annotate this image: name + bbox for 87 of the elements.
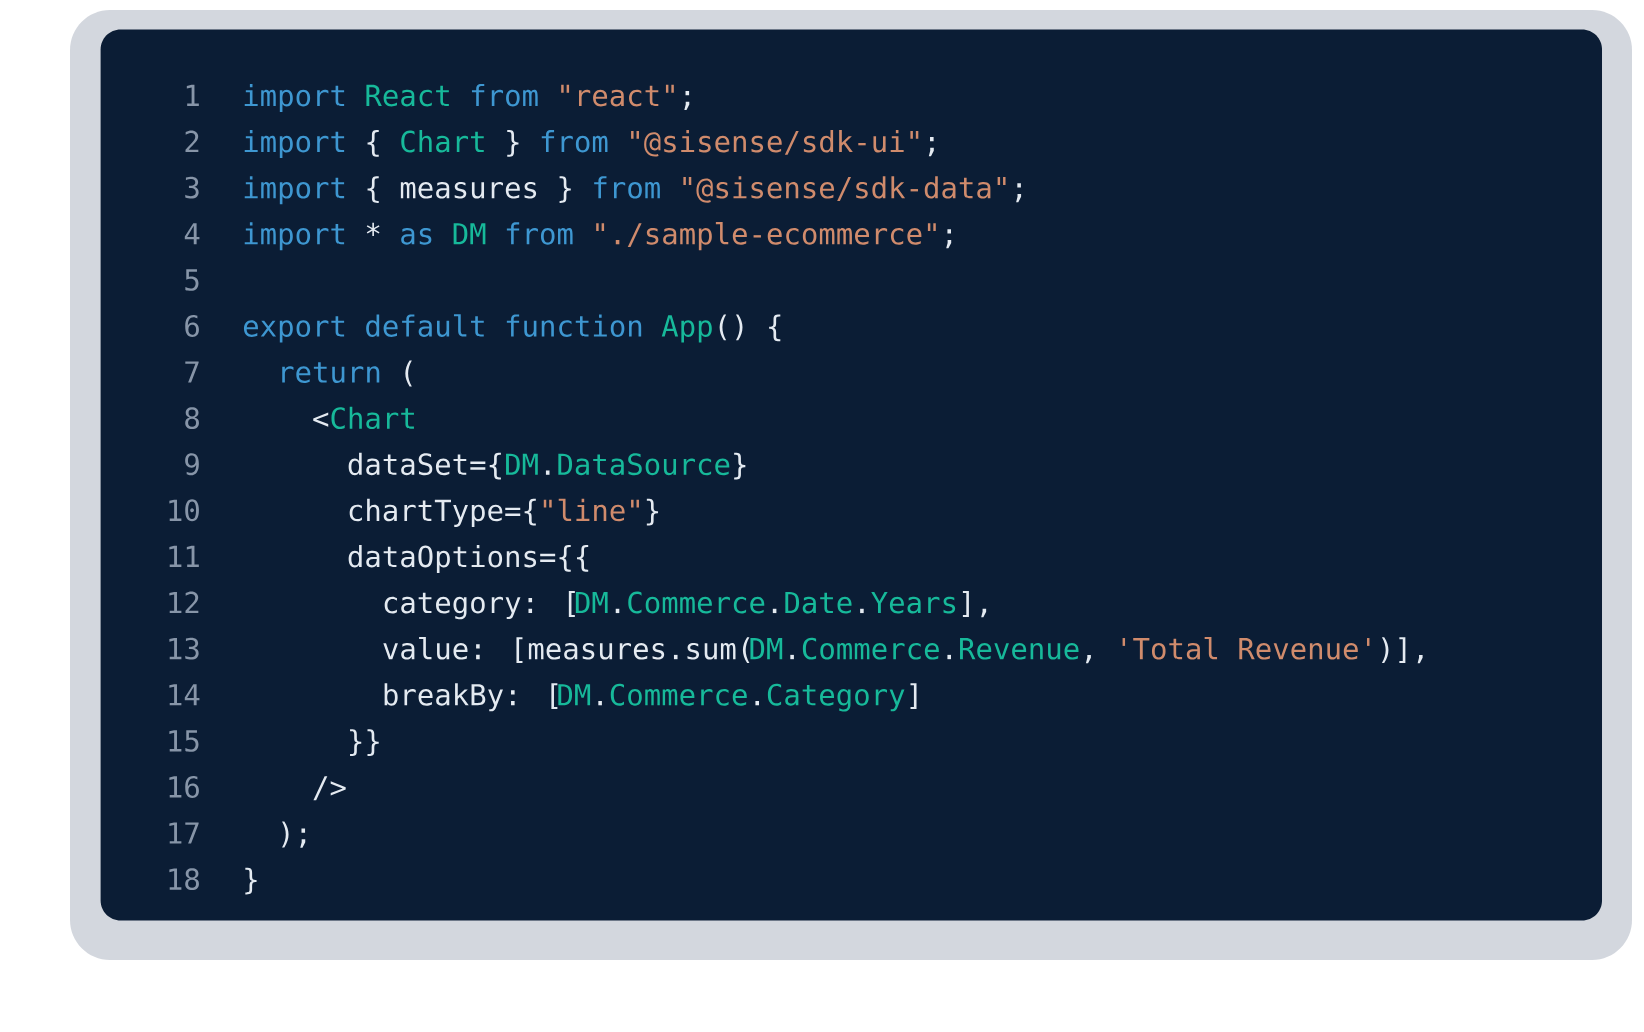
code-text: Chart [331,406,414,430]
code-text: Commerce [610,683,747,706]
code-text: . [755,700,759,706]
code-text: ; [946,229,952,249]
code-text: dataOptions={{ [348,544,589,573]
code-text: * [366,222,380,236]
line-number: 4 [184,223,200,245]
code-text: from [541,130,608,153]
code-text: { [367,130,379,157]
code-text: value: [measures.sum( [383,637,750,663]
code-text: } [245,867,257,895]
line-number: 12 [169,591,199,614]
code-text: React [366,84,449,107]
code-text: . [598,700,602,706]
code-text: DM [558,684,591,706]
code-text: { measures } [367,176,571,203]
code-text: from [471,83,538,107]
code-text: ], [962,591,987,618]
line-number: 1 [186,84,199,106]
code-text: breakBy: [ [384,683,558,712]
line-number: 18 [169,868,199,891]
code-text: . [790,654,794,660]
code-text: "@sisense/sdk-ui" [631,130,919,157]
line-number: 14 [169,684,200,706]
code-text: ] [910,683,917,710]
code-text: chartType={ [349,498,536,527]
code-text: "./sample-ecommerce" [596,222,936,251]
code-text: /> [313,776,346,801]
code-text: import [244,176,345,205]
code-text: < [313,412,329,427]
line-number: 17 [169,822,199,844]
code-text: , [1085,654,1091,664]
line-number: 10 [169,499,199,522]
line-number: 7 [185,361,199,383]
code-text: Date [785,591,852,614]
code-text: "react" [561,84,674,107]
line-number: 6 [185,314,199,337]
code-text: . [615,608,620,614]
code-text: DataSource [558,453,730,476]
code-text: ( [405,360,412,387]
line-number: 13 [169,637,199,660]
code-text: "@sisense/sdk-data" [683,176,1006,203]
code-text: } [507,130,519,157]
code-text: Chart [401,130,484,153]
line-number: 2 [185,130,199,153]
code-text: ; [684,90,690,111]
code-text: ; [928,137,934,157]
code-text: . [772,608,777,614]
code-text: from [594,176,660,199]
line-number: 16 [169,775,199,798]
line-number: 3 [185,176,199,199]
code-text: as [401,228,432,245]
code-text: )], [1381,637,1423,664]
code-text: category: [ [384,591,575,620]
code-text: Commerce [628,591,765,614]
code-text: DM [750,638,783,660]
code-text: ; [1016,183,1022,203]
code-text: ); [282,821,306,848]
code-text: Years [871,591,956,614]
code-text: from [506,222,573,245]
code-text: () { [719,314,781,342]
code-text: Commerce [802,637,939,660]
code-text: App [661,315,712,343]
code-text: import [244,83,345,112]
line-number: 9 [185,453,199,476]
code-text: Category [767,683,905,712]
code-text: } [734,452,746,480]
code-text: . [860,608,864,614]
line-number: 15 [169,730,199,752]
code-text: import [244,130,345,159]
code-text: . [947,654,951,660]
code-text: DM [575,591,608,614]
code-text: "line" [543,498,639,522]
code-text: }} [350,729,379,757]
line-number: 11 [169,545,199,567]
code-text: dataSet={ [348,452,501,480]
code-text: . [545,470,550,475]
code-text: import [244,222,345,251]
code-text: 'Total Revenue' [1122,637,1370,660]
code-text: export default function [243,314,642,343]
code-text: DM [506,453,538,475]
code-text: Revenue [960,638,1079,660]
line-number: 8 [185,407,199,430]
code-text: return [282,362,380,383]
code-text: } [646,498,659,526]
line-number: 5 [185,269,199,291]
code-text: DM [453,223,486,245]
